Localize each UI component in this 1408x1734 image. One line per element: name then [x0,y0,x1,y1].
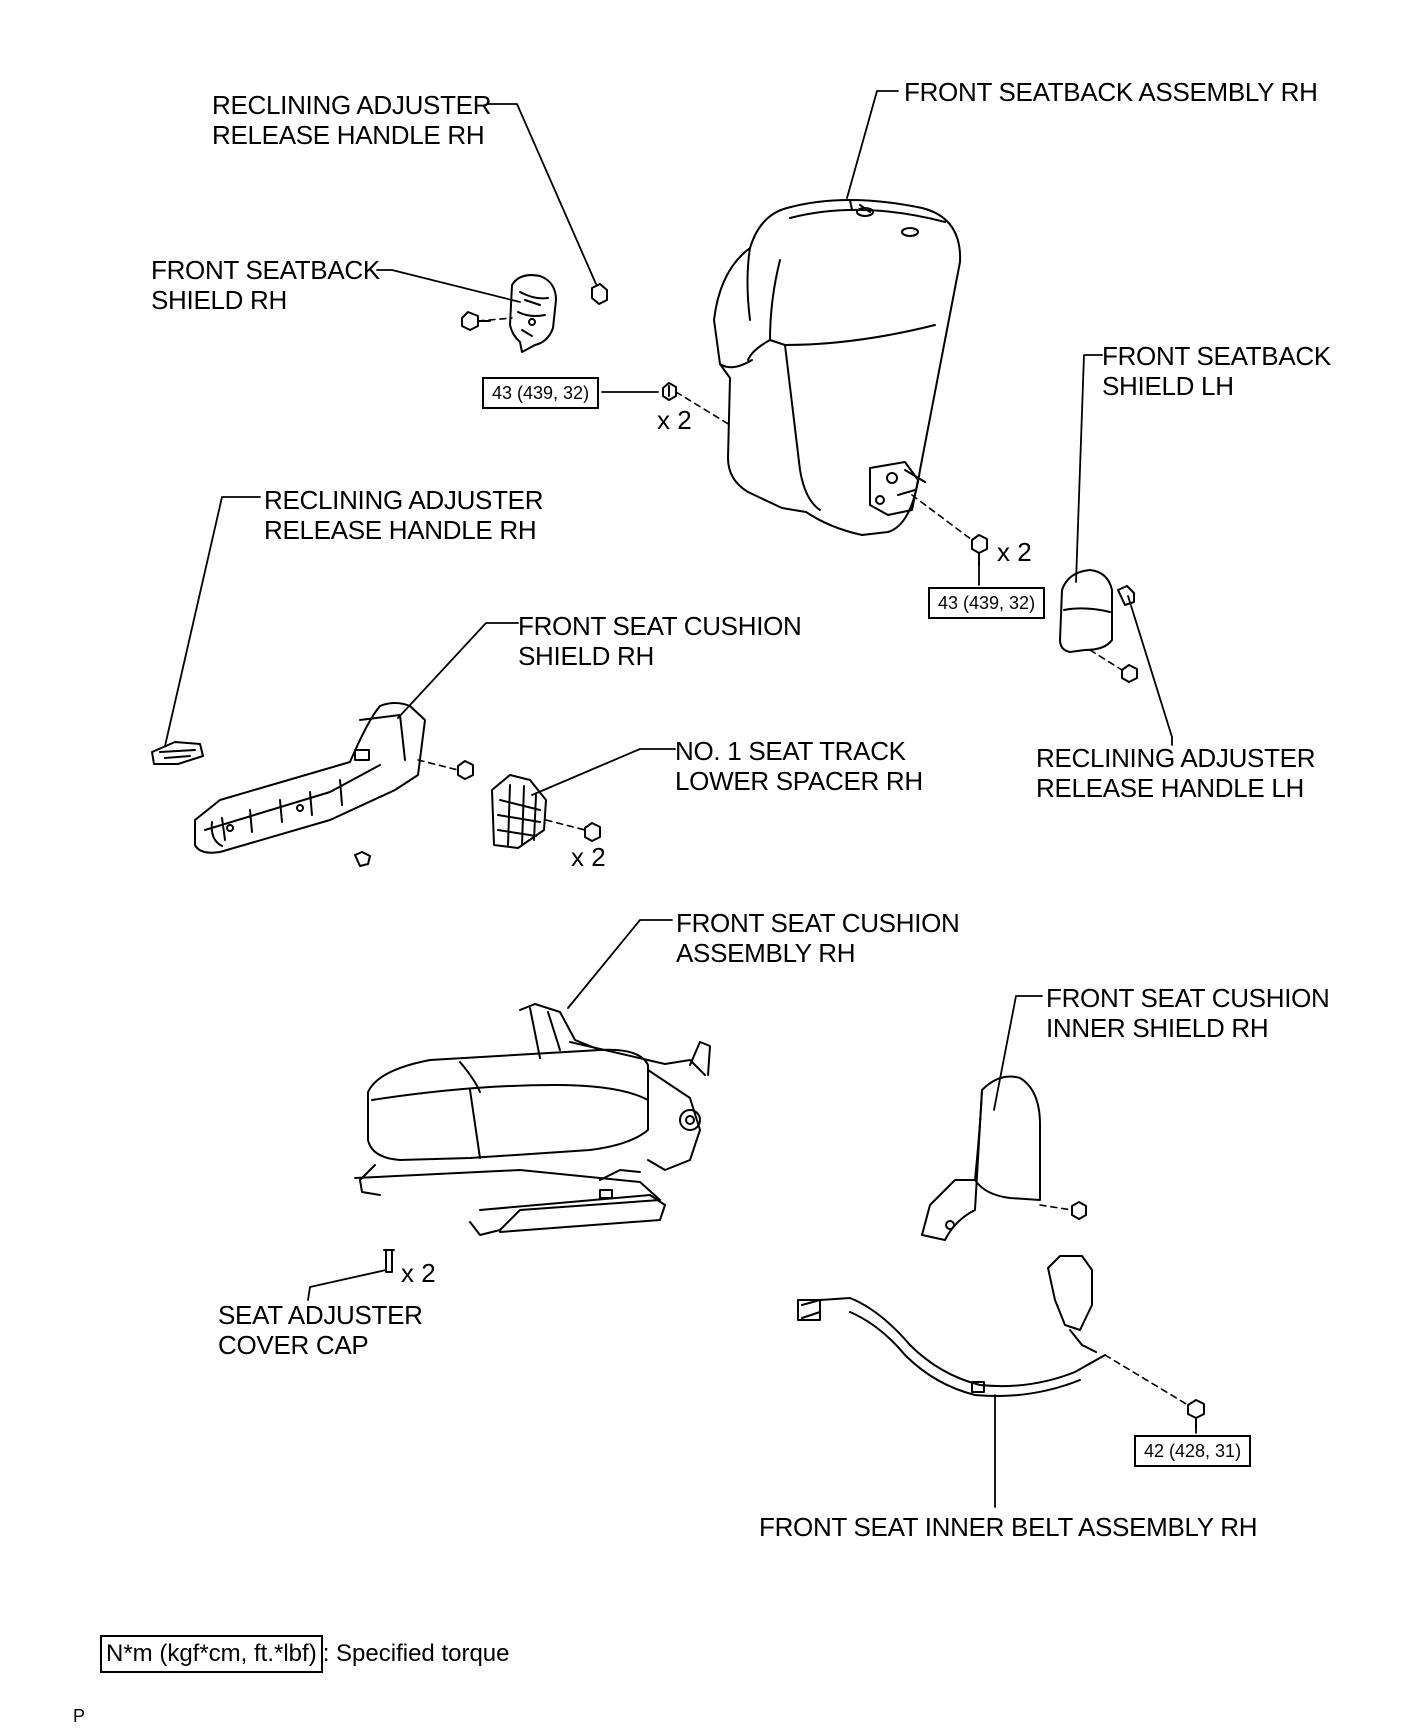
label-reclining-lh-line1: RECLINING ADJUSTER [1036,743,1316,773]
label-spacer-line2: LOWER SPACER RH [675,766,923,796]
front-seat-cushion-inner-shield-rh-part [921,1075,1041,1241]
reclining-adjuster-handle-lh-part [1117,585,1135,606]
front-seat-cushion-shield-rh-part [194,702,426,854]
reclining-adjuster-handle-rh-top-part [591,283,608,305]
qty-seatback-left: x 2 [657,405,692,435]
label-cover-cap-line2: COVER CAP [218,1330,369,1360]
label-inner-shield-line1: FRONT SEAT CUSHION [1046,983,1330,1013]
no1-seat-track-lower-spacer-rh-part [491,774,547,849]
label-reclining-rh-top-line1: RECLINING ADJUSTER [212,90,492,120]
front-seatback-assembly-part [713,199,962,536]
front-seat-inner-belt-assembly-part [797,1255,1106,1397]
label-cushion-assembly-line2: ASSEMBLY RH [676,938,856,968]
label-cushion-shield-line1: FRONT SEAT CUSHION [518,611,802,641]
label-seatback-shield-lh-line1: FRONT SEATBACK [1102,341,1331,371]
label-inner-shield-line2: INNER SHIELD RH [1046,1013,1269,1043]
qty-cover-cap: x 2 [401,1258,436,1288]
bolt-inner-belt [1187,1399,1205,1429]
label-reclining-rh-top-line2: RELEASE HANDLE RH [212,120,485,150]
qty-seatback-right: x 2 [997,537,1032,567]
label-seatback-shield-lh-line2: SHIELD LH [1102,371,1234,401]
bolt-cushion-shield [457,760,474,780]
clip-cushion-shield [354,851,371,867]
front-seatback-shield-lh-part [1059,569,1113,653]
bolt-seatback-right [971,534,988,566]
reclining-adjuster-handle-rh-mid-part [151,741,204,765]
label-seatback-assembly: FRONT SEATBACK ASSEMBLY RH [904,77,1318,107]
bolt-seatback-left [662,382,677,401]
bolt-seatback-shield-rh [461,311,491,331]
label-cover-cap-line1: SEAT ADJUSTER [218,1300,423,1330]
legend-unit-box: N*m (kgf*cm, ft.*lbf) [100,1635,323,1673]
label-reclining-rh-mid-line2: RELEASE HANDLE RH [264,515,537,545]
bolt-inner-shield [1071,1201,1087,1220]
label-spacer-line1: NO. 1 SEAT TRACK [675,736,906,766]
qty-spacer: x 2 [571,842,606,872]
label-reclining-lh-line2: RELEASE HANDLE LH [1036,773,1305,803]
label-inner-belt: FRONT SEAT INNER BELT ASSEMBLY RH [759,1512,1258,1542]
label-cushion-assembly-line1: FRONT SEAT CUSHION [676,908,960,938]
front-seatback-shield-rh-part [509,274,557,353]
legend-text: : Specified torque [322,1640,510,1667]
label-seatback-shield-rh-line1: FRONT SEATBACK [151,255,380,285]
torque-box-belt: 42 (428, 31) [1134,1435,1252,1467]
label-reclining-rh-mid-line1: RECLINING ADJUSTER [264,485,544,515]
bolt-spacer [584,822,601,842]
page-marker: P [73,1706,86,1726]
bolt-seatback-shield-lh [1121,664,1138,683]
label-cushion-shield-line2: SHIELD RH [518,641,654,671]
leader-lines [164,90,1197,1508]
seat-adjuster-cover-cap-part [383,1249,395,1273]
front-seat-cushion-assembly-part [354,1003,711,1236]
torque-legend: N*m (kgf*cm, ft.*lbf): Specified torque [100,1635,510,1673]
torque-box-seatback-right: 43 (439, 32) [928,587,1046,619]
label-seatback-shield-rh-line2: SHIELD RH [151,285,287,315]
install-lines [417,317,1189,1406]
torque-box-seatback-left: 43 (439, 32) [482,377,600,409]
